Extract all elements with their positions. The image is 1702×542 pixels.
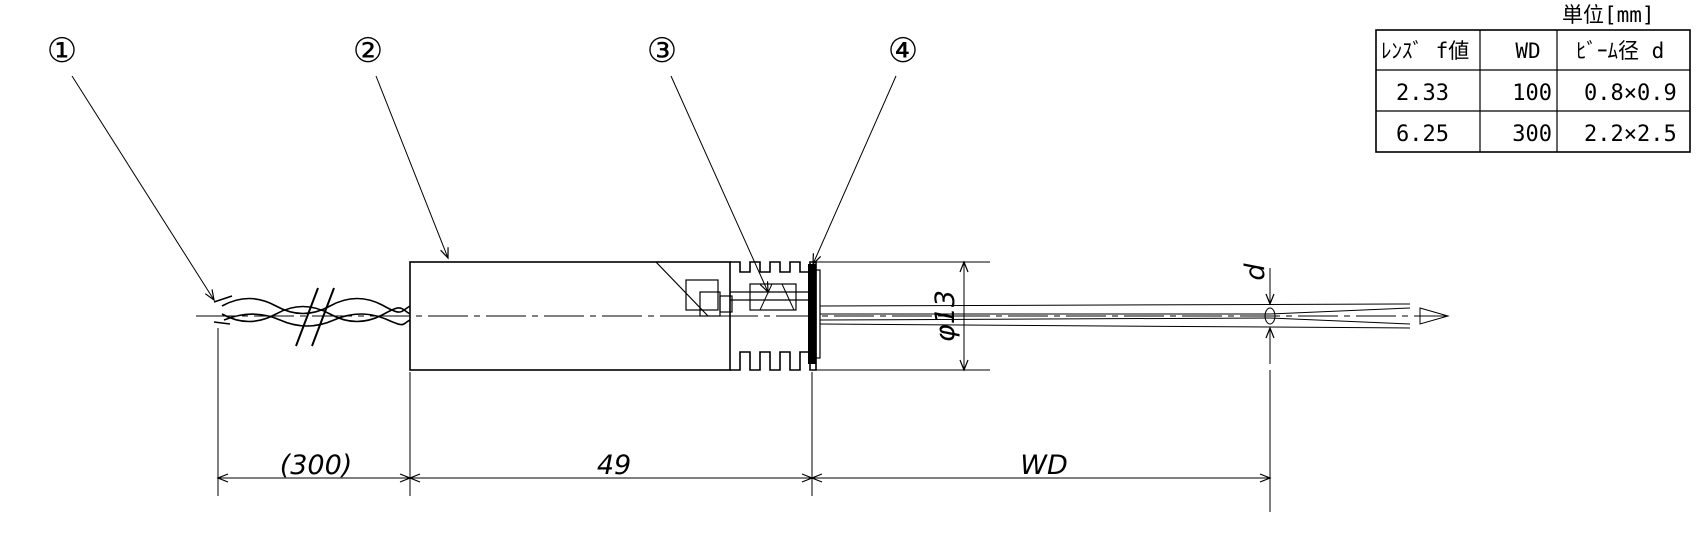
callouts: ① ② ③ ④ (47, 31, 918, 302)
callout-4: ④ (888, 31, 918, 71)
callout-3: ③ (647, 31, 677, 71)
table-header-wd: WD (1515, 39, 1540, 63)
callout-2: ② (353, 31, 383, 71)
table-cell: 100 (1512, 81, 1552, 106)
table-header-beam: ﾋﾞｰﾑ径 d (1576, 39, 1664, 63)
table-header-lens: ﾚﾝｽﾞ f値 (1381, 39, 1469, 63)
leader-line-1 (71, 75, 215, 302)
table-cell: 6.25 (1396, 122, 1449, 147)
cable (213, 287, 411, 347)
leader-line-2 (375, 75, 449, 260)
laser-beam (819, 303, 1450, 329)
diameter-dimension (816, 260, 990, 372)
length-dimensions (216, 328, 1272, 512)
working-distance-label: WD (1020, 450, 1068, 481)
module-body (409, 261, 821, 371)
callout-1: ① (47, 31, 77, 71)
table-cell: 0.8×0.9 (1584, 81, 1677, 106)
spec-table: 単位[mm] ﾚﾝｽﾞ f値 WD ﾋﾞｰﾑ径 d 2.33 100 0.8×0… (1375, 3, 1691, 153)
leader-line-3 (670, 75, 769, 294)
diameter-label: φ13 (930, 290, 961, 342)
body-length-label: 49 (597, 450, 631, 481)
beam-diameter-label: d (1240, 263, 1271, 281)
table-cell: 300 (1512, 122, 1552, 147)
cable-length-label: (300) (280, 450, 353, 481)
table-cell: 2.33 (1396, 81, 1449, 106)
table-unit-label: 単位[mm] (1562, 3, 1655, 27)
table-cell: 2.2×2.5 (1584, 122, 1677, 147)
leader-line-4 (812, 75, 897, 266)
